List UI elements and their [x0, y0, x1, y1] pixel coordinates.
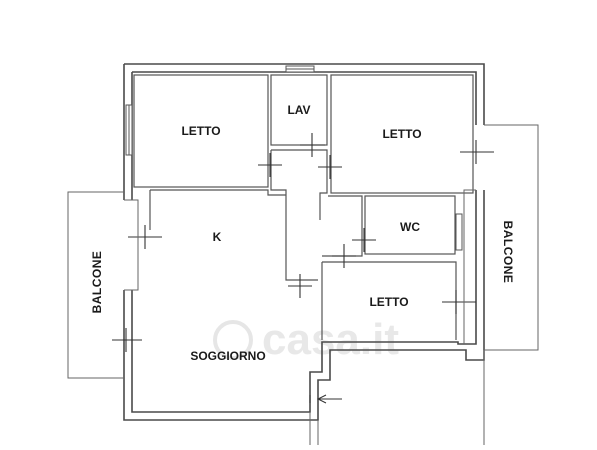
room-wc [364, 195, 456, 255]
balcony-left: BALCONE [67, 191, 139, 379]
outer-walls [123, 63, 485, 421]
label-wc: WC [400, 220, 420, 234]
label-letto-1: LETTO [181, 124, 220, 138]
room-letto-2 [330, 74, 474, 194]
label-lav: LAV [287, 103, 310, 117]
balcone-right-label: BALCONE [501, 221, 515, 284]
door-markers [112, 133, 494, 352]
label-letto-3: LETTO [369, 295, 408, 309]
room-lav [270, 74, 328, 146]
bottom-stubs [309, 350, 485, 445]
label-soggiorno: SOGGIORNO [190, 349, 265, 363]
top-window [285, 65, 315, 73]
balcone-left-label: BALCONE [90, 251, 104, 314]
label-k: K [213, 230, 222, 244]
watermark-logo-icon [213, 320, 253, 360]
balcony-right: BALCONE [455, 124, 539, 351]
left-window [125, 104, 133, 156]
entrance-arrow-icon [309, 394, 342, 404]
label-letto-2: LETTO [382, 127, 421, 141]
room-letto-1 [133, 74, 269, 188]
